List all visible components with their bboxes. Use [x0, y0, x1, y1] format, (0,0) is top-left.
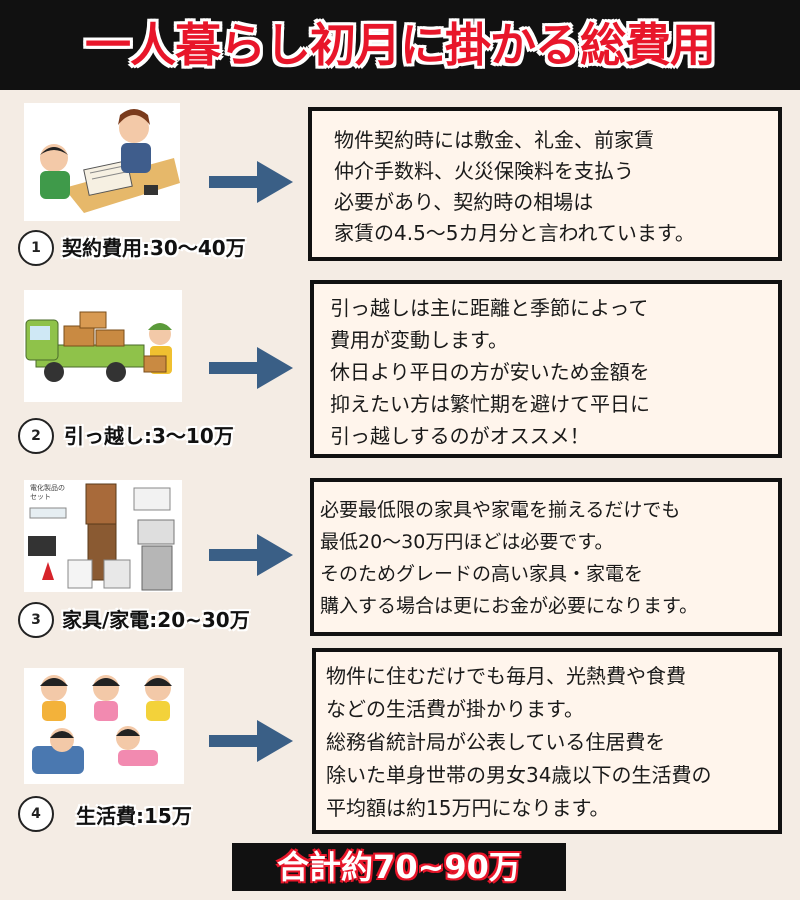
cost-row-moving: 2 引っ越し:3〜10万 引っ越しは主に距離と季節によって 費用が変動します。 …: [0, 280, 800, 460]
description-line: 除いた単身世帯の男女34歳以下の生活費の: [326, 763, 712, 787]
description-line: 費用が変動します。: [330, 328, 508, 352]
family-lifestyle-illustration: [24, 668, 184, 784]
description-line: 引っ越しは主に距離と季節によって: [330, 296, 649, 320]
cost-label-contract: 契約費用:30〜40万: [62, 236, 246, 260]
illustration-caption: 電化製品のセット: [30, 484, 65, 501]
description-line: などの生活費が掛かります。: [326, 697, 584, 721]
description-line: 仲介手数料、火災保険料を支払う: [334, 159, 634, 183]
step-number-4: 4: [18, 796, 54, 832]
cost-row-living: 4 生活費:15万 物件に住むだけでも毎月、光熱費や食費 などの生活費が掛かりま…: [0, 648, 800, 838]
contract-meeting-illustration: [24, 103, 180, 221]
description-line: 引っ越しするのがオススメ！: [330, 424, 590, 448]
description-line: 必要があり、契約時の相場は: [334, 190, 594, 214]
description-line: 最低20〜30万円ほどは必要です。: [320, 531, 614, 553]
description-box-moving: 引っ越しは主に距離と季節によって 費用が変動します。 休日より平日の方が安いため…: [310, 280, 782, 458]
appliance-set-illustration: 電化製品のセット: [24, 480, 182, 592]
title-bar: 一人暮らし初月に掛かる総費用: [0, 0, 800, 90]
description-line: 抑えたい方は繁忙期を避けて平日に: [330, 392, 650, 416]
description-line: 必要最低限の家具や家電を揃えるだけでも: [320, 499, 681, 521]
page-title: 一人暮らし初月に掛かる総費用: [85, 18, 716, 72]
cost-label-moving: 引っ越し:3〜10万: [64, 424, 234, 448]
description-line: 購入する場合は更にお金が必要になります。: [320, 595, 699, 617]
cost-row-contract: 1 契約費用:30〜40万 物件契約時には敷金、礼金、前家賃 仲介手数料、火災保…: [0, 100, 800, 270]
step-number-2: 2: [18, 418, 54, 454]
moving-truck-illustration: [24, 290, 182, 402]
step-number-3: 3: [18, 602, 54, 638]
cost-label-living: 生活費:15万: [76, 804, 192, 828]
description-line: 総務省統計局が公表している住居費を: [326, 730, 666, 754]
cost-row-furniture: 電化製品のセット 3 家具/家電:20~30万 必要最低限の家具や家電を揃えるだ…: [0, 470, 800, 640]
step-number-1: 1: [18, 230, 54, 266]
right-arrow-icon: [209, 161, 293, 203]
right-arrow-icon: [209, 720, 293, 762]
right-arrow-icon: [209, 347, 293, 389]
total-amount: 合計約70~90万: [277, 848, 521, 886]
cost-label-furniture: 家具/家電:20~30万: [62, 608, 250, 632]
description-line: 休日より平日の方が安いため金額を: [330, 360, 650, 384]
description-line: 家賃の4.5〜5カ月分と言われています。: [334, 221, 695, 245]
description-line: 物件に住むだけでも毎月、光熱費や食費: [326, 664, 686, 688]
description-box-living: 物件に住むだけでも毎月、光熱費や食費 などの生活費が掛かります。 総務省統計局が…: [312, 648, 782, 834]
description-line: 物件契約時には敷金、礼金、前家賃: [334, 128, 654, 152]
right-arrow-icon: [209, 534, 293, 576]
description-box-furniture: 必要最低限の家具や家電を揃えるだけでも 最低20〜30万円ほどは必要です。 その…: [310, 478, 782, 636]
description-box-contract: 物件契約時には敷金、礼金、前家賃 仲介手数料、火災保険料を支払う 必要があり、契…: [308, 107, 782, 261]
total-banner: 合計約70~90万: [232, 843, 566, 891]
description-line: 平均額は約15万円になります。: [326, 796, 610, 820]
description-line: そのためグレードの高い家具・家電を: [320, 563, 644, 585]
